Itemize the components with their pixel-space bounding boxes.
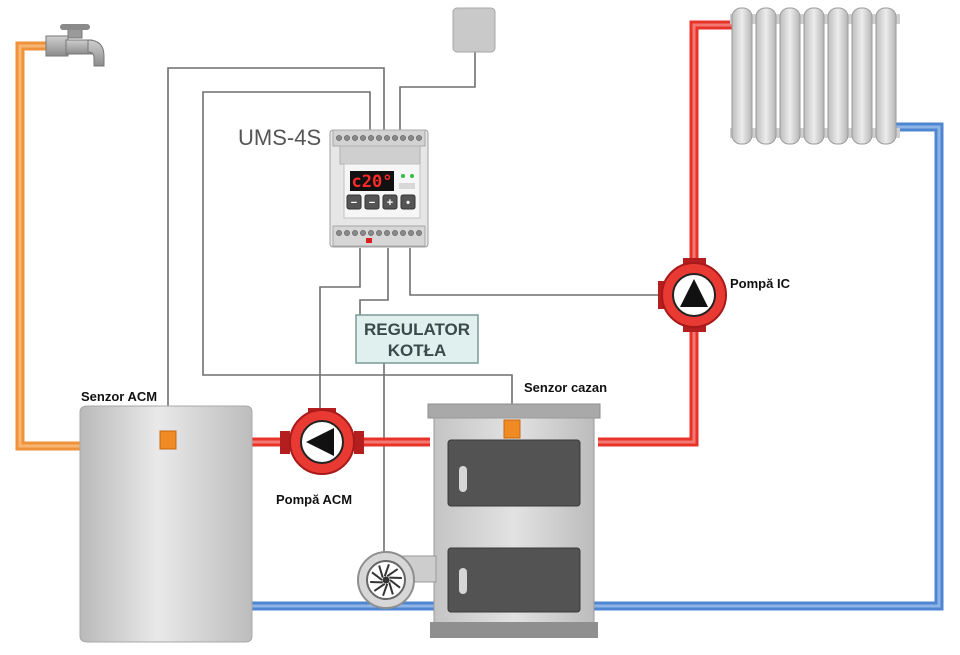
controller-ums-4s: c20° −−+• [329,129,429,248]
boiler [427,403,601,638]
boiler-upper-door [447,439,581,507]
pump-acm-icon [280,408,364,475]
controller-display [350,171,394,191]
sensor-boiler-icon [503,419,521,439]
radiator-fin [755,7,777,145]
radiator-fin [827,7,849,145]
radiator-fin [803,7,825,145]
boiler-regulator: REGULATOR KOTŁA [355,314,479,364]
controller-button[interactable] [364,194,380,210]
faucet-icon [45,24,105,67]
radiator-fin [875,7,897,145]
controller-button-label: • [406,197,410,209]
wiring [167,52,672,560]
sensor-boiler-label: Senzor cazan [524,380,607,395]
sensor-acm-icon [159,430,177,450]
controller-button-label: + [387,197,393,209]
controller-model-label: UMS-4S [238,125,321,150]
water-tank [79,405,253,643]
controller-button[interactable] [382,194,398,210]
controller-button-label: − [369,197,375,209]
regulator-line1: REGULATOR [364,320,470,339]
regulator-line2: KOTŁA [388,341,447,360]
radiator-fin [779,7,801,145]
sensor-acm-label: Senzor ACM [81,389,157,404]
pump-acm-label: Pompă ACM [276,492,352,507]
controller-button-label: − [351,197,357,209]
controller-display-text: c20° [352,172,393,192]
pump-ic-icon [658,258,727,332]
pump-ic-label: Pompă IC [730,276,791,291]
fan-icon [357,551,437,609]
controller-button[interactable] [346,194,362,210]
ambient-sensor-box [452,7,496,53]
radiator-fin [731,7,753,145]
boiler-lower-door [447,547,581,613]
dhw-pipe [15,41,85,451]
radiator-fin [851,7,873,145]
controller-button[interactable] [400,194,416,210]
hot-riser-pipe [598,20,732,447]
radiator-icon [730,7,900,145]
